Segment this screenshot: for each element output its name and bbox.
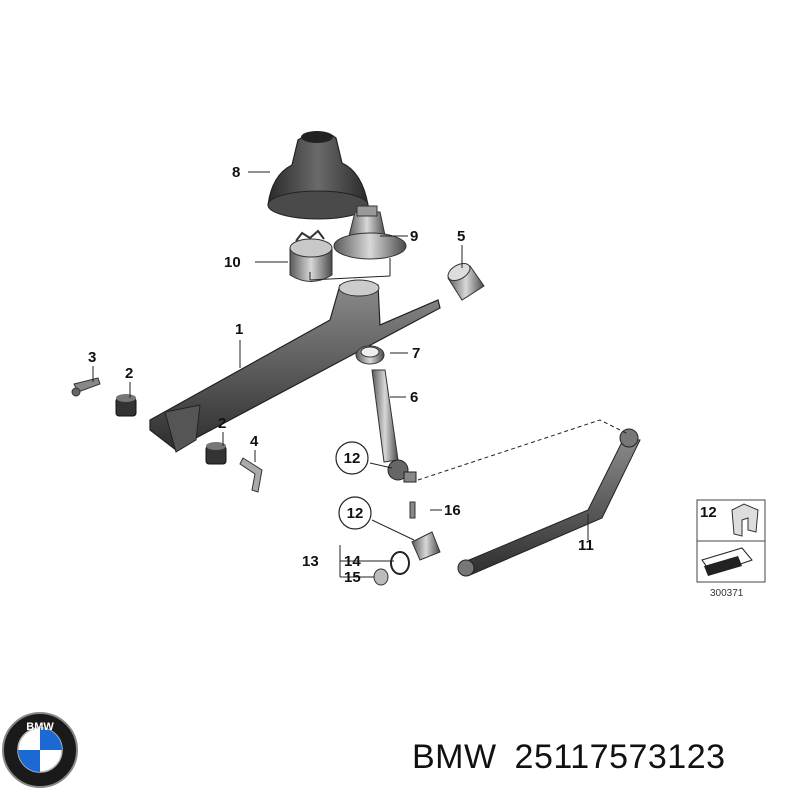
bushing-13 [411,531,441,561]
svg-text:12: 12 [344,450,361,467]
callout-4: 4 [250,433,259,450]
callout-9: 9 [410,228,418,245]
callout-14: 14 [344,553,361,570]
inset-label: 12 [700,504,717,521]
callout-6: 6 [410,389,418,406]
guide-bushing [289,229,333,282]
shift-lever [149,279,441,453]
pin [71,377,101,397]
retaining-ring [355,345,385,365]
bmw-logo-text: BMW [26,721,54,733]
callout-3: 3 [88,349,96,366]
diagram-code: 300371 [710,588,744,599]
callout-8: 8 [232,164,240,181]
washer [373,568,389,586]
callout-15: 15 [344,569,361,586]
callout-1: 1 [235,321,243,338]
shift-rod [371,369,417,483]
bearing-cup [333,205,407,260]
callout-12-circled-upper: 12 [335,441,369,475]
callout-10: 10 [224,254,241,271]
callout-11: 11 [578,537,594,554]
gear-boot [267,131,369,220]
callout-5: 5 [457,228,465,245]
rubber-mount-upper [115,394,137,417]
callout-7: 7 [412,345,420,362]
part-caption: BMW 25117573123 [412,738,726,777]
callout-16: 16 [444,502,461,519]
inset-panel: 12 300371 [696,499,766,599]
svg-text:12: 12 [347,505,364,522]
callout-2-upper: 2 [125,365,133,382]
callout-13: 13 [302,553,319,570]
callout-12-circled-lower: 12 [338,496,372,530]
sleeve [447,262,485,301]
callout-2-lower: 2 [218,415,226,432]
o-ring [390,551,410,575]
bmw-logo: BMW [2,712,78,788]
clip [239,457,263,493]
selector-rod [457,428,641,577]
rubber-mount-lower [205,442,227,465]
brand-name: BMW [412,738,497,776]
part-number: 25117573123 [514,738,726,776]
leader-lines [92,171,589,578]
spring-pin [409,501,416,519]
